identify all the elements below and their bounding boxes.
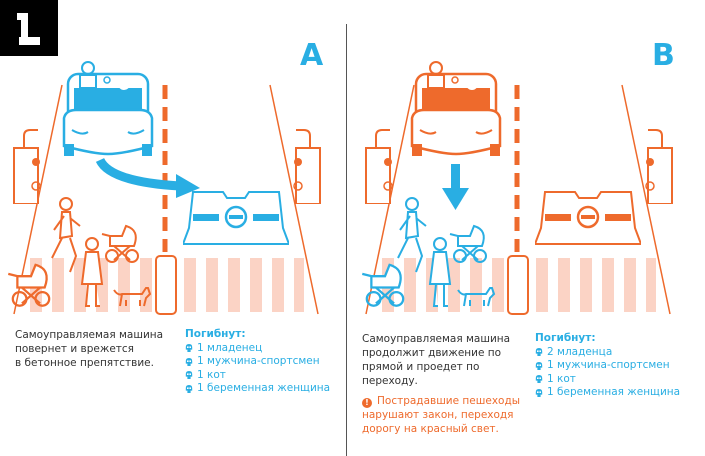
option-b-description: Самоуправляемая машина продолжит движени…	[362, 332, 510, 388]
victims-heading: Погибнут:	[535, 332, 596, 344]
victim-item: 1 мужчина-спортсмен	[535, 359, 680, 373]
victims-heading: Погибнут:	[185, 328, 246, 340]
concrete-barrier-icon	[535, 190, 641, 246]
panel-divider	[346, 24, 347, 456]
description-line: Самоуправляемая машина	[15, 329, 164, 341]
median-post	[155, 255, 177, 315]
victim-label: 1 младенец	[197, 341, 263, 354]
baby-stroller-icon	[101, 225, 139, 263]
skull-icon	[535, 388, 543, 397]
skull-icon	[535, 348, 543, 357]
option-b-victims: Погибнут: 2 младенца 1 мужчина-спортсмен…	[535, 332, 680, 400]
warning-line: нарушают закон, переходя	[362, 409, 514, 421]
victim-item: 1 кот	[535, 373, 680, 387]
option-b-label: B	[652, 38, 675, 73]
victim-item: 1 кот	[185, 369, 330, 383]
skull-icon	[185, 344, 193, 353]
warning-icon: !	[362, 398, 372, 408]
description-line: повернет и врежется	[15, 343, 134, 355]
warning-line: дорогу на красный свет.	[362, 423, 499, 435]
arrow-head-icon	[176, 174, 200, 198]
description-line: прямой и проедет по	[362, 361, 480, 373]
skull-icon	[185, 384, 193, 393]
skull-icon	[185, 371, 193, 380]
victim-item: 1 беременная женщина	[535, 386, 680, 400]
description-line: Самоуправляемая машина	[362, 333, 511, 345]
victim-label: 1 беременная женщина	[547, 386, 681, 398]
victim-item: 1 мужчина-спортсмен	[185, 355, 330, 369]
victim-label: 1 беременная женщина	[197, 382, 331, 394]
victim-item: 1 младенец	[185, 342, 330, 356]
option-a-description: Самоуправляемая машина повернет и врежет…	[15, 328, 163, 370]
number-one-logo-icon	[17, 13, 40, 45]
description-line: переходу.	[362, 375, 418, 387]
self-driving-car-icon	[410, 60, 502, 158]
victim-item: 1 беременная женщина	[185, 382, 330, 396]
arrow-head-icon	[442, 188, 469, 210]
baby-stroller-icon	[7, 263, 51, 307]
description-line: в бетонное препятствие.	[15, 357, 154, 369]
traffic-light-left-icon	[13, 129, 41, 204]
option-a-label: A	[300, 38, 324, 73]
warning-line: Пострадавшие пешеходы	[377, 395, 521, 407]
median-post	[507, 255, 529, 315]
victim-label: 2 младенца	[547, 345, 613, 358]
option-a-victims: Погибнут: 1 младенец 1 мужчина-спортсмен…	[185, 328, 330, 396]
skull-icon	[535, 361, 543, 370]
description-line: продолжит движение по	[362, 347, 502, 359]
traffic-light-right-icon	[645, 129, 673, 204]
chapter-logo	[0, 0, 58, 56]
scene-a-illustration	[7, 60, 321, 315]
baby-stroller-icon	[449, 225, 487, 263]
self-driving-car-icon	[62, 60, 154, 158]
option-b-warning: ! Пострадавшие пешеходы нарушают закон, п…	[362, 394, 520, 436]
victim-label: 1 мужчина-спортсмен	[547, 359, 670, 371]
swerve-arrow-icon	[95, 157, 181, 191]
victim-item: 2 младенца	[535, 346, 680, 360]
straight-arrow-icon	[451, 164, 460, 190]
concrete-barrier-icon	[183, 190, 289, 246]
skull-icon	[185, 357, 193, 366]
victim-label: 1 кот	[197, 368, 226, 381]
traffic-light-right-icon	[293, 129, 321, 204]
victim-label: 1 кот	[547, 372, 576, 385]
skull-icon	[535, 375, 543, 384]
victim-label: 1 мужчина-спортсмен	[197, 355, 320, 367]
scene-b-illustration	[361, 60, 673, 315]
traffic-light-left-icon	[365, 129, 393, 204]
